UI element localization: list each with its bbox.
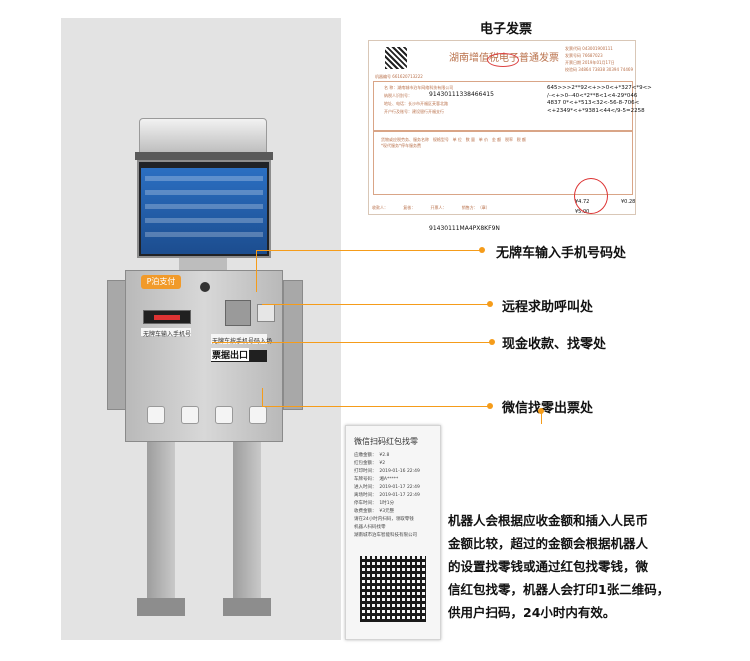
- kiosk-left-leg: [147, 442, 175, 602]
- callout-line-receipt: [541, 410, 542, 424]
- help-call-button[interactable]: [257, 304, 275, 322]
- brand-logo: P泊支付: [141, 275, 181, 289]
- cash-slot-label: 票据出口: [211, 348, 250, 361]
- kiosk-button-4[interactable]: [249, 406, 267, 424]
- camera-icon: [200, 282, 210, 292]
- callout-cash: 现金收款、找零处: [502, 337, 607, 352]
- phone-keypad[interactable]: [225, 300, 251, 326]
- invoice-item-header: 货物或应税劳务、服务名称 规格型号 单 位 数 量 单 价 金 额 税率 税 额…: [381, 137, 527, 148]
- panel-label-phone: 无牌车按手机号码入场: [211, 334, 272, 345]
- invoice-cipher: 645>>>2**92<+>>0<+*327<*9<>/-<+>0--40<*2…: [547, 85, 652, 114]
- kiosk-left-foot: [137, 598, 185, 616]
- callout-dot-cash: [489, 339, 495, 345]
- kiosk-bottom-buttons: [141, 406, 273, 428]
- ticket-slot[interactable]: [143, 310, 191, 324]
- kiosk-button-2[interactable]: [181, 406, 199, 424]
- invoice-items-box: [373, 131, 633, 195]
- kiosk-hood: [139, 118, 267, 154]
- seller-tax-id: 91430111MA4PX8KF9N: [429, 225, 500, 232]
- kiosk-left-arm: [107, 280, 127, 410]
- callout-dot-wechat: [487, 403, 493, 409]
- panel-label-2: 无牌车按手机号码入场: [212, 336, 272, 345]
- kiosk-right-arm: [283, 280, 303, 410]
- invoice-footer: 收款人： 复核： 开票人： 销售方：（章）: [372, 205, 490, 210]
- callout-dot-plate: [479, 247, 485, 253]
- panel-label-1: 无牌车输入手机号: [143, 331, 192, 338]
- callout-line-help: [262, 304, 490, 305]
- kiosk-screen: [141, 168, 267, 254]
- change-description: 机器人会根据应收金额和插入人民币 金额比较，超过的金额会根据机器人 的设置找零钱…: [448, 513, 670, 620]
- invoice-qr-code: [385, 47, 407, 69]
- callout-wechat: 微信找零出票处: [502, 401, 594, 416]
- kiosk-hood-lip: [135, 152, 273, 160]
- parking-kiosk-robot: P泊支付 无牌车输入手机号 无牌车按手机号码入场 票据出口: [61, 18, 341, 640]
- kiosk-right-leg: [233, 442, 261, 602]
- callout-line-wechat-v: [262, 388, 263, 406]
- invoice-buyer-box: 名 称：湖南城市泊车网络科技有限公司 纳税人识别号： 地址、电话：长沙市开福区芙…: [373, 81, 633, 131]
- callout-plate: 无牌车输入手机号码处: [496, 246, 627, 261]
- callout-dot-help: [487, 301, 493, 307]
- receipt-title: 微信扫码红包找零: [354, 437, 418, 446]
- invoice-heading: 电子发票: [480, 22, 533, 37]
- callout-dot-receipt: [538, 408, 544, 414]
- kiosk-neck: [179, 258, 227, 272]
- invoice-seal-top: [487, 53, 519, 67]
- kiosk-right-foot: [223, 598, 271, 616]
- buyer-tax-id: 91430111338466415: [429, 91, 494, 98]
- kiosk-button-3[interactable]: [215, 406, 233, 424]
- callout-help: 远程求助呼叫处: [502, 300, 594, 315]
- kiosk-button-1[interactable]: [147, 406, 165, 424]
- callout-line-plate-v: [256, 250, 257, 292]
- panel-label-plate: 无牌车输入手机号: [141, 328, 192, 338]
- receipt-qr-code[interactable]: [360, 556, 426, 622]
- callout-line-cash: [212, 342, 492, 343]
- invoice-total: ¥5.00: [575, 209, 590, 215]
- callout-line-wechat: [262, 406, 490, 407]
- invoice-machine-code: 机器编号 661620713222: [375, 74, 423, 79]
- invoice-seal-bottom: [574, 178, 608, 214]
- callout-line-plate: [256, 250, 482, 251]
- invoice-tax: ¥0.28: [621, 199, 636, 205]
